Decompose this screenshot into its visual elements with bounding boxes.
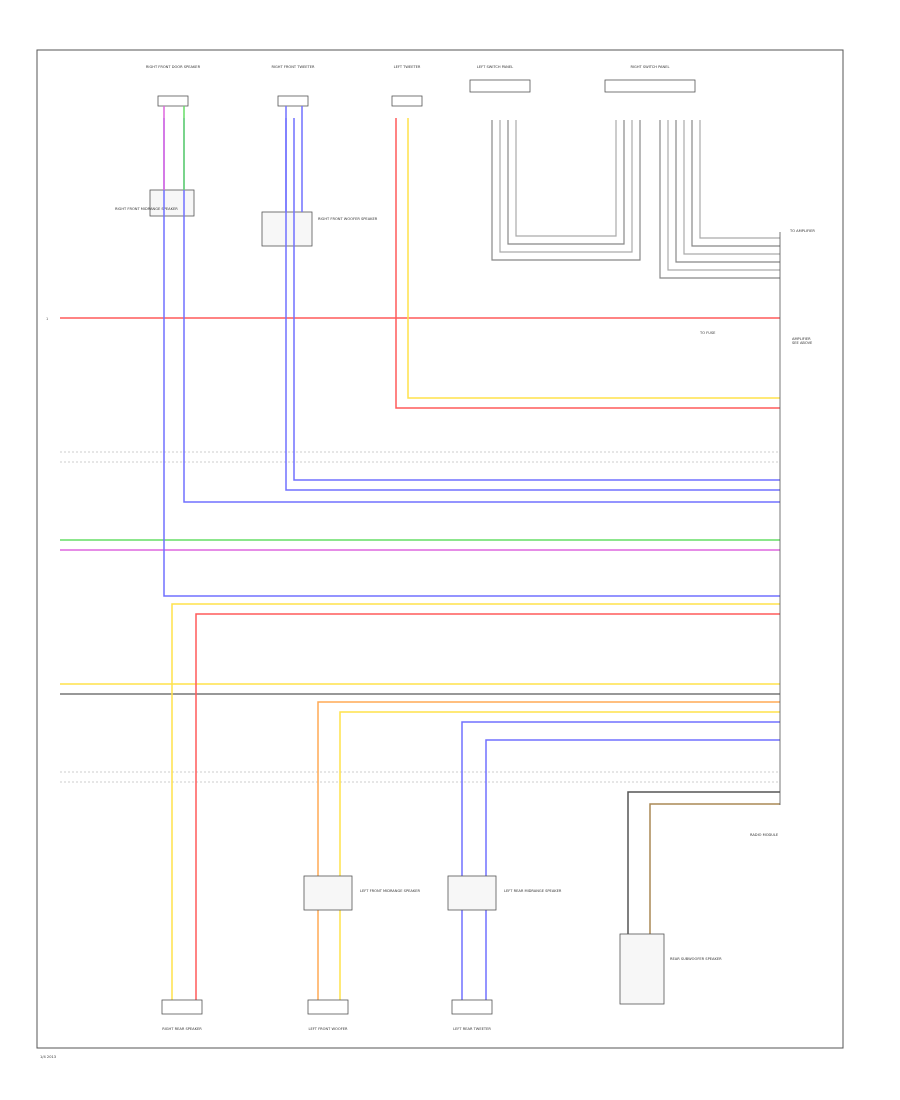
rf-woofer: RIGHT FRONT WOOFER SPEAKER — [261, 211, 378, 247]
bus-wires — [60, 317, 780, 783]
label-rr-tweeter: RIGHT FRONT TWEETER — [271, 65, 315, 69]
lf-woofer: LEFT FRONT WOOFER — [307, 999, 349, 1031]
left-switch-wires — [491, 120, 641, 261]
label-rf-woofer: RIGHT FRONT WOOFER SPEAKER — [318, 217, 378, 221]
left-tweeter: LEFT TWEETER — [391, 65, 423, 107]
label-lf-mid-speaker: LEFT FRONT MIDRANGE SPEAKER — [360, 889, 420, 893]
diagram-frame — [36, 49, 844, 1049]
label-right-rear-speaker: RIGHT REAR SPEAKER — [162, 1027, 202, 1031]
rf-mid-speaker: RIGHT FRONT MIDRANGE SPEAKER — [115, 189, 195, 217]
label-left-rear-tweeter: LEFT REAR TWEETER — [453, 1027, 491, 1031]
right-switch-panel: RIGHT SWITCH PANEL — [604, 65, 696, 93]
label-lf-woofer: LEFT FRONT WOOFER — [308, 1027, 348, 1031]
lf-mid-speaker: LEFT FRONT MIDRANGE SPEAKER — [303, 875, 420, 911]
right-rear-speaker: RIGHT REAR SPEAKER — [161, 999, 203, 1031]
left-rear-tweeter: LEFT REAR TWEETER — [451, 999, 493, 1031]
page-ref: 1/4 2013 — [40, 1055, 56, 1059]
label-lr-mid-speaker: LEFT REAR MIDRANGE SPEAKER — [504, 889, 562, 893]
sep-line-label: SEE ABOVE — [792, 341, 813, 345]
label-amp-connector: TO AMPLIFIER — [789, 229, 815, 233]
right-switch-wires — [659, 120, 780, 279]
speaker-runs — [163, 118, 780, 1000]
note-to-fuse: TO FUSE — [699, 331, 716, 335]
label-left-switch-panel: LEFT SWITCH PANEL — [477, 65, 513, 69]
left-ref: 1 — [46, 317, 48, 321]
label-radio-module: RADIO MODULE — [750, 833, 779, 837]
label-rear-subwoofer: REAR SUBWOOFER SPEAKER — [670, 957, 722, 961]
rear-subwoofer: REAR SUBWOOFER SPEAKER — [619, 933, 722, 1005]
label-right-switch-panel: RIGHT SWITCH PANEL — [631, 65, 670, 69]
label-rf-mid-speaker: RIGHT FRONT MIDRANGE SPEAKER — [115, 207, 178, 211]
rf-door-speaker: RIGHT FRONT DOOR SPEAKER — [146, 65, 201, 107]
rr-tweeter: RIGHT FRONT TWEETER — [271, 65, 315, 107]
lr-mid-speaker: LEFT REAR MIDRANGE SPEAKER — [447, 875, 562, 911]
amplifier-block: AMPLIFIER RADIO MODULE — [750, 232, 811, 837]
label-amplifier: AMPLIFIER — [792, 337, 811, 341]
top-stubs — [163, 106, 303, 212]
label-left-tweeter: LEFT TWEETER — [394, 65, 421, 69]
left-switch-panel: LEFT SWITCH PANEL — [469, 65, 531, 93]
label-rf-door-speaker: RIGHT FRONT DOOR SPEAKER — [146, 65, 201, 69]
